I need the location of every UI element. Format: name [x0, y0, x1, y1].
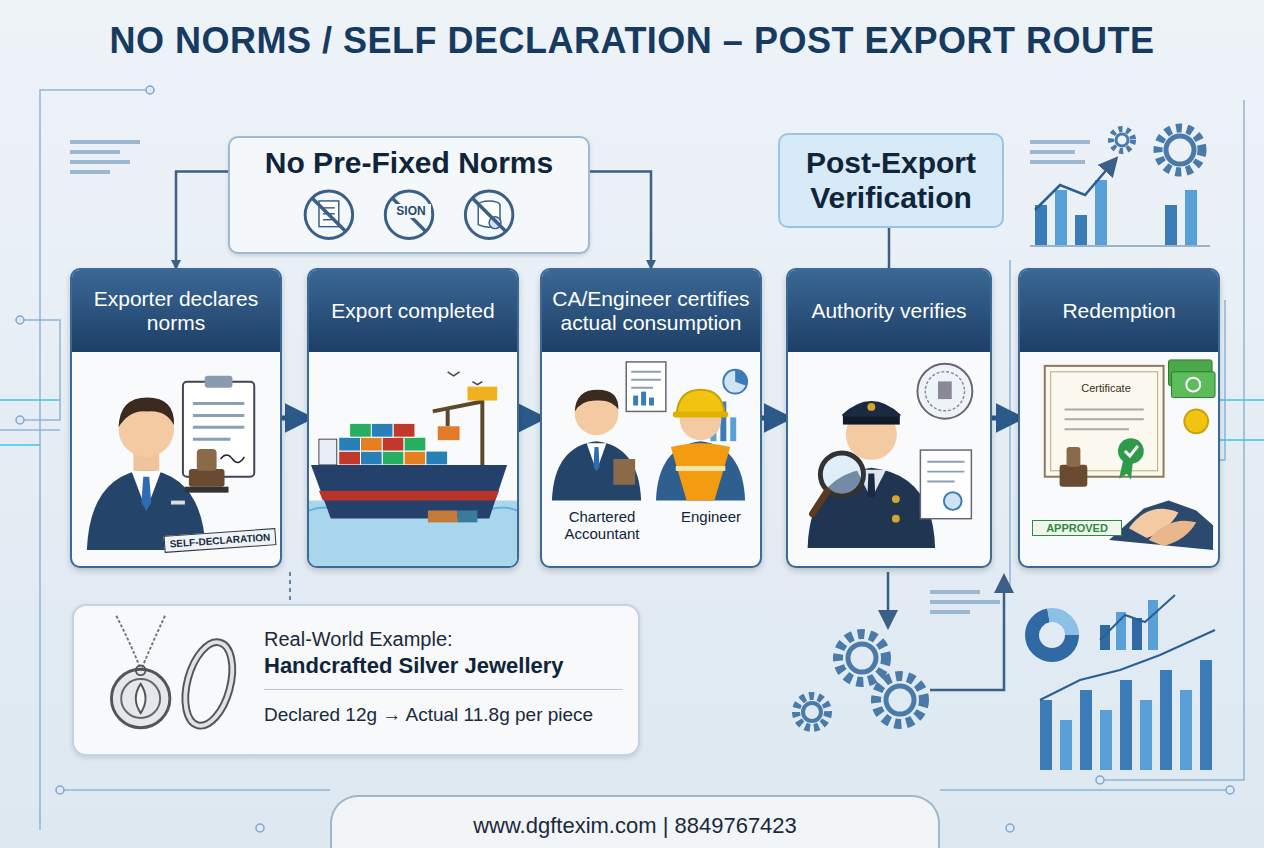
- example-text: Declared 12g → Actual 11.8g per piece: [264, 704, 622, 726]
- norms-box: No Pre-Fixed NormsSION: [228, 136, 590, 254]
- step-title: Redemption: [1020, 270, 1218, 352]
- process-card: RedemptionCertificateAPPROVED: [1018, 268, 1220, 568]
- illustration-label: APPROVED: [1032, 520, 1122, 536]
- connector-line: [590, 171, 651, 268]
- flow-arrow: [762, 416, 786, 421]
- example-text: Handcrafted Silver Jewellery: [264, 653, 622, 690]
- illustration-label: Chartered Accountant: [546, 508, 658, 543]
- authority-illustration: [788, 352, 990, 566]
- example-box: Real-World Example:Handcrafted Silver Je…: [72, 604, 640, 756]
- connector-line: [176, 171, 228, 268]
- process-card: Authority verifies: [786, 268, 992, 568]
- flow-arrow: [282, 416, 307, 421]
- example-text: Real-World Example:: [264, 628, 622, 651]
- jewellery-illustration: [80, 606, 250, 754]
- ship-illustration: [309, 352, 517, 566]
- step-title: CA/Engineer certifies actual consumption: [542, 270, 760, 352]
- verification-box: Post-Export Verification: [778, 133, 1004, 228]
- illustration-label: SION: [391, 204, 431, 218]
- illustration-label: Certificate: [1056, 382, 1156, 394]
- step-title: Authority verifies: [788, 270, 990, 352]
- illustration-label: Engineer: [666, 508, 756, 525]
- process-card: Exporter declares normsSELF-DECLARATION: [70, 268, 282, 568]
- box-heading: Post-Export Verification: [788, 146, 994, 215]
- diagram-title: NO NORMS / SELF DECLARATION – POST EXPOR…: [110, 20, 1155, 62]
- connector-line: [888, 228, 891, 268]
- box-heading: No Pre-Fixed Norms: [230, 138, 588, 180]
- step-title: Exporter declares norms: [72, 270, 280, 352]
- process-card: Export completed: [307, 268, 519, 568]
- footer-bar: www.dgftexim.com | 8849767423: [330, 795, 940, 848]
- illustration-label: SELF-DECLARATION: [164, 528, 277, 553]
- flow-arrow: [992, 416, 1018, 421]
- flow-arrow: [519, 416, 540, 421]
- footer-text: www.dgftexim.com | 8849767423: [332, 813, 938, 839]
- process-card: CA/Engineer certifies actual consumption…: [540, 268, 762, 568]
- step-title: Export completed: [309, 270, 517, 352]
